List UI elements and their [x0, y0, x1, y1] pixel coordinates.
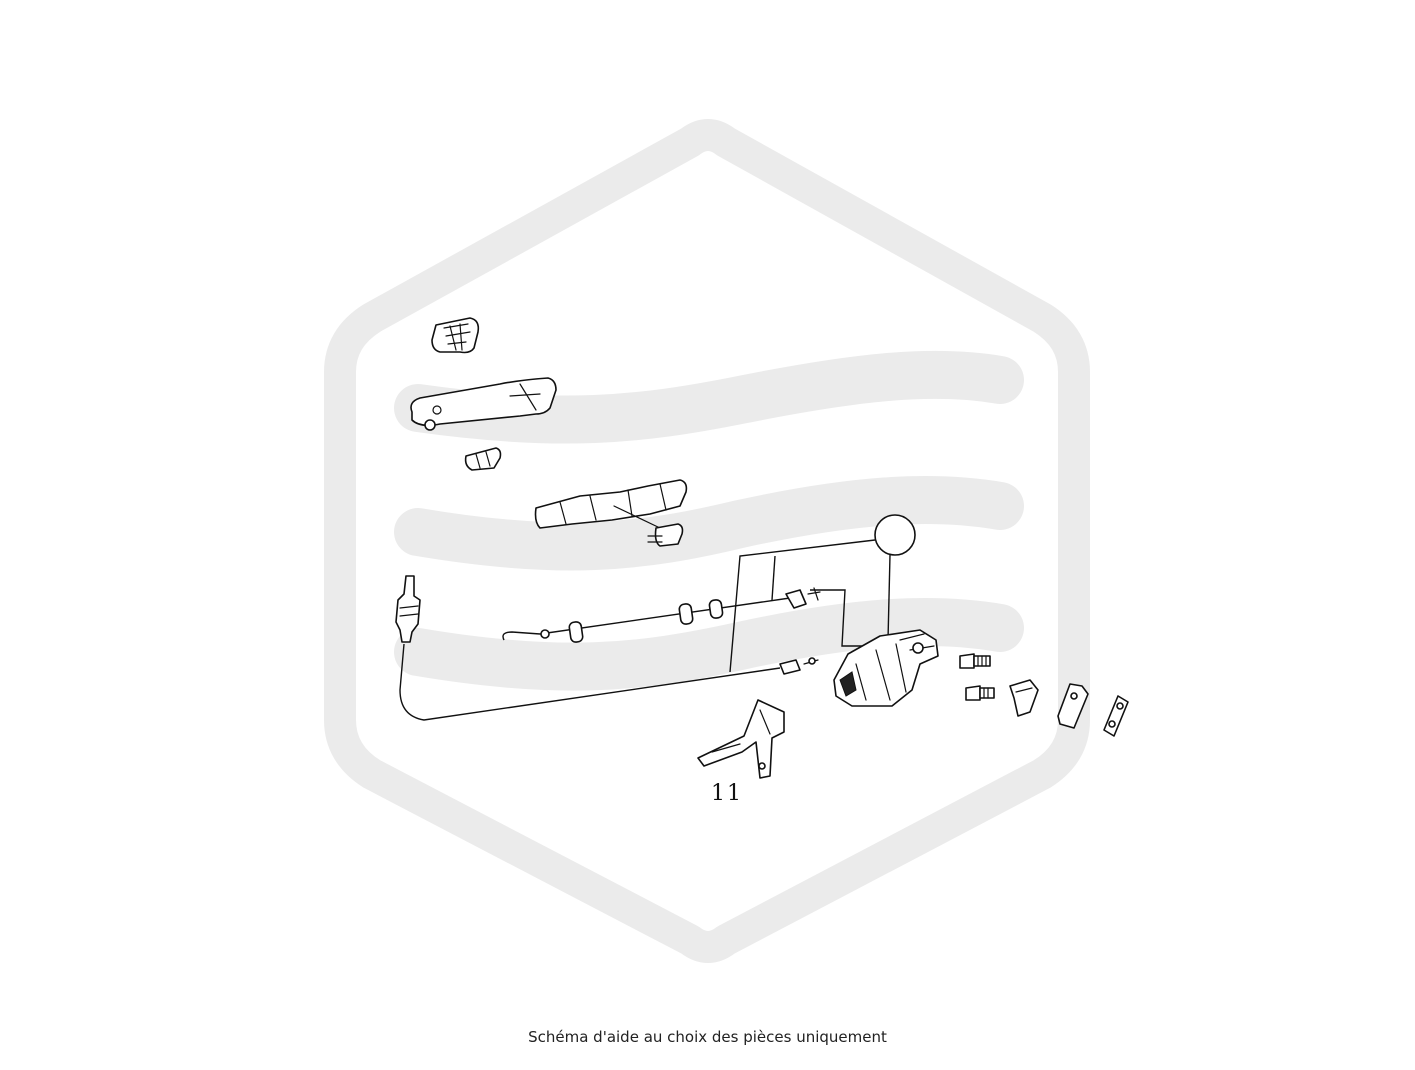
screw-part-1 [959, 653, 991, 669]
handle-pin [424, 419, 436, 431]
lock-rod-cable-part [395, 575, 819, 721]
striker-plate-part [1057, 683, 1089, 729]
disclaimer-caption: Schéma d'aide au choix des pièces unique… [528, 1028, 887, 1046]
outer-handle-part [410, 377, 557, 431]
watermark-hexagon [324, 119, 1090, 963]
bowden-cable-part [502, 587, 821, 643]
watermark-wave-2 [394, 476, 1024, 571]
screw-part-2 [965, 685, 995, 701]
watermark-wave-3 [394, 598, 1024, 691]
striker-gasket-part [1103, 695, 1129, 737]
handle-clip-part [464, 447, 502, 471]
handle-carrier-part [534, 479, 688, 547]
handle-cap-part [431, 317, 480, 354]
striker-part [1009, 679, 1039, 717]
bracket-part [697, 699, 785, 779]
callout-circle [874, 514, 916, 556]
callout-number-11: 11 [711, 781, 743, 806]
watermark-wave-1 [394, 350, 1024, 444]
door-latch-part [833, 629, 939, 707]
watermark-logo [324, 119, 1090, 963]
